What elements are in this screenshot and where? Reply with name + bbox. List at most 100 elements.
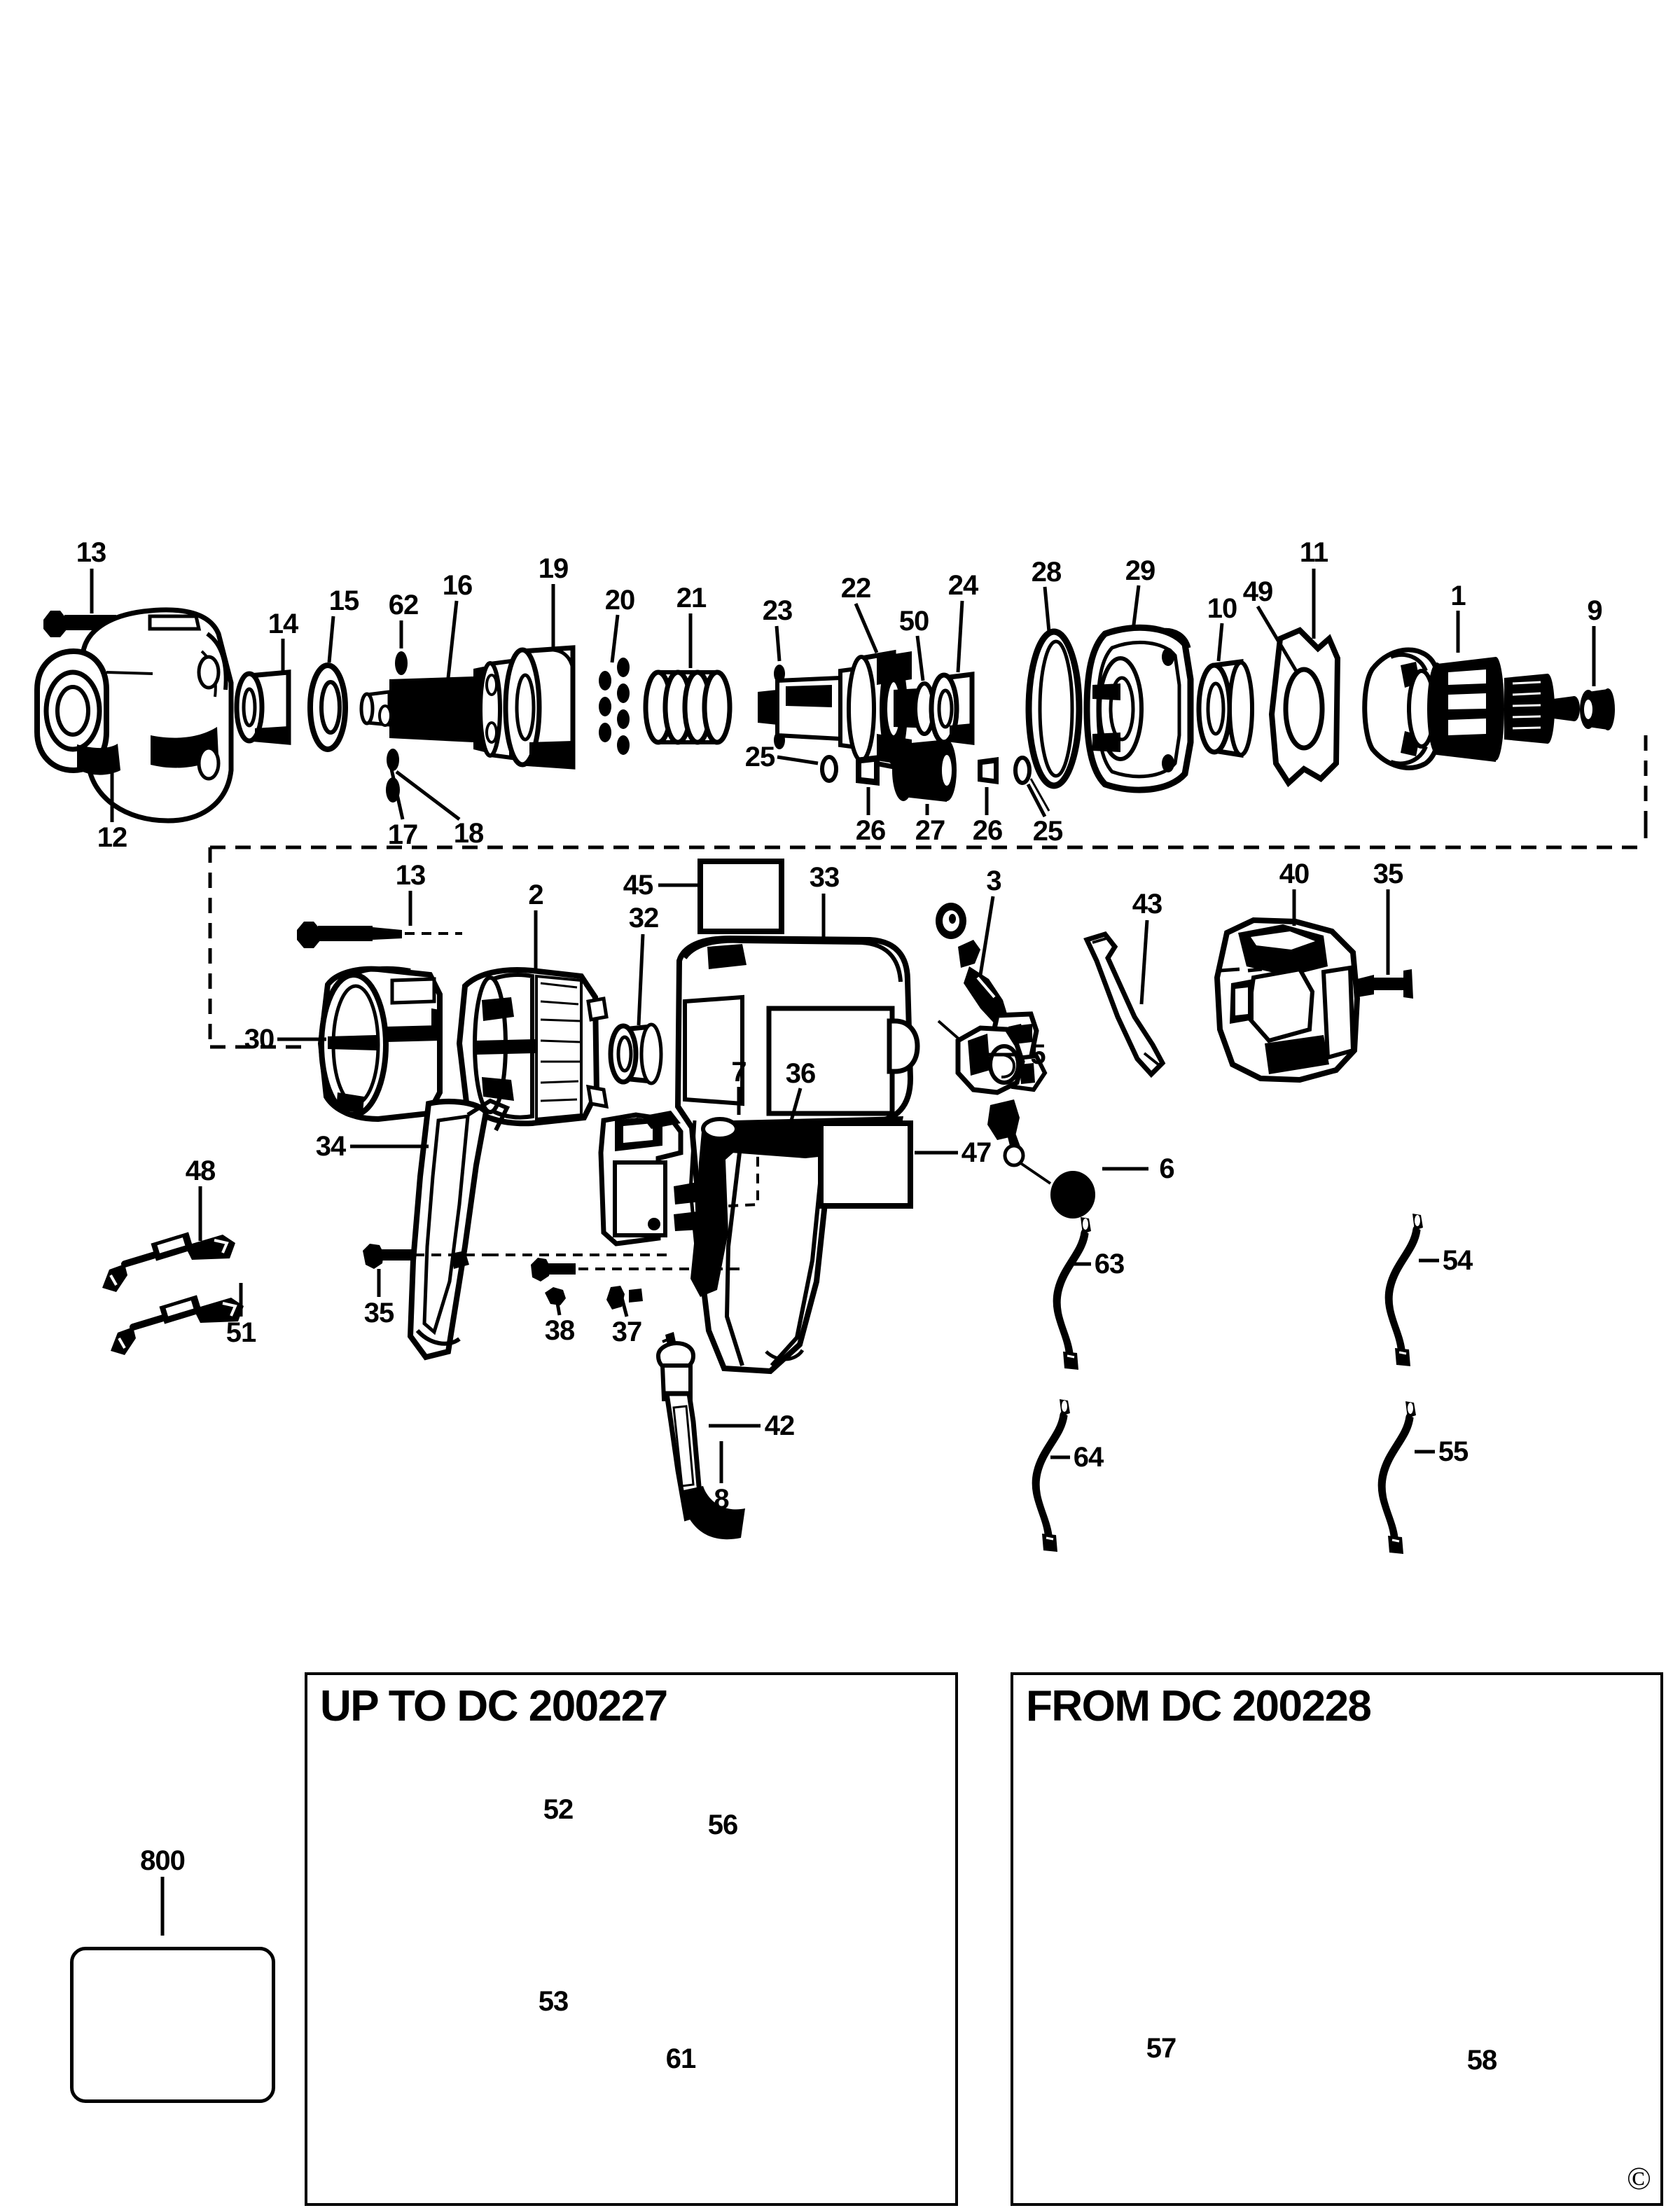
callout-57: 57: [1146, 2033, 1176, 2064]
part-34-handle-cover: [407, 1098, 511, 1361]
callout-800: 800: [140, 1845, 186, 1876]
callout-6: 6: [1159, 1153, 1174, 1184]
callout-51: 51: [225, 1317, 256, 1348]
part-13-screw-mid: [297, 922, 462, 948]
copyright-symbol: ©: [1627, 2160, 1651, 2196]
part-63-wire: [1056, 1217, 1091, 1370]
callout-10: 10: [1207, 593, 1237, 624]
callout-25: 25: [744, 742, 775, 772]
part-43-link-bar: [1083, 931, 1166, 1078]
panel-tool-800: [70, 1947, 275, 2103]
callout-27: 27: [915, 815, 945, 846]
callout-33: 33: [809, 862, 840, 893]
part-54-wire: [1388, 1214, 1423, 1366]
panel-right-title: FROM DC 200228: [1026, 1682, 1372, 1730]
part-42-cord: [655, 1332, 745, 1540]
callout-50: 50: [898, 606, 929, 637]
callout-15: 15: [328, 585, 359, 616]
callout-63: 63: [1094, 1249, 1125, 1279]
callout-52: 52: [543, 1794, 574, 1825]
part-15-washer: [307, 662, 348, 752]
part-5-switch-lock: [937, 1020, 1025, 1095]
callout-26: 26: [972, 815, 1003, 846]
callout-18: 18: [453, 818, 484, 849]
callout-13: 13: [76, 537, 106, 568]
callout-47: 47: [961, 1137, 992, 1168]
callout-35: 35: [1373, 859, 1403, 889]
part-24-bearing: [929, 672, 975, 745]
callout-24: 24: [947, 570, 978, 601]
part-48-brush: [102, 1232, 235, 1292]
callout-13: 13: [395, 860, 426, 891]
part-7-switch: [598, 1111, 683, 1247]
callout-32: 32: [628, 903, 659, 933]
callout-30: 30: [244, 1024, 275, 1055]
part-11-baffle: [1268, 627, 1341, 788]
part-47-label: [818, 1120, 913, 1209]
callout-58: 58: [1466, 2045, 1497, 2076]
part-29-gear-case-cover: [1083, 624, 1194, 793]
callout-21: 21: [676, 583, 707, 613]
callout-3: 3: [986, 866, 1001, 896]
part-19-hammer: [478, 645, 576, 770]
callout-48: 48: [185, 1155, 216, 1186]
part-64-wire: [1035, 1399, 1070, 1552]
callout-7: 7: [731, 1057, 747, 1088]
callout-56: 56: [707, 1810, 738, 1840]
callout-5: 5: [1030, 1039, 1046, 1070]
panel-left-title: UP TO DC 200227: [320, 1682, 668, 1730]
callout-23: 23: [762, 595, 793, 626]
part-26-27-cluster: [820, 740, 1050, 812]
part-55-wire: [1381, 1401, 1416, 1554]
callout-35: 35: [363, 1298, 394, 1328]
callout-2: 2: [528, 880, 543, 910]
callout-26: 26: [855, 815, 886, 846]
panel-from-dc: [1011, 1672, 1663, 2206]
callout-53: 53: [538, 1986, 569, 2017]
callout-55: 55: [1438, 1436, 1469, 1467]
part-20-balls: [599, 658, 630, 755]
part-23-spindle: [758, 665, 863, 751]
callout-11: 11: [1299, 537, 1328, 568]
part-14-spacer: [234, 669, 291, 745]
part-2-field: [456, 966, 609, 1127]
part-28-o-ring: [1025, 628, 1083, 789]
callout-20: 20: [604, 585, 635, 616]
callout-42: 42: [764, 1410, 795, 1441]
callout-45: 45: [623, 870, 653, 901]
callout-40: 40: [1279, 859, 1310, 889]
callout-29: 29: [1125, 555, 1155, 586]
part-32-bushing: [608, 1022, 663, 1085]
part-10-bearing: [1196, 659, 1254, 758]
callout-61: 61: [665, 2043, 696, 2074]
callout-34: 34: [315, 1131, 346, 1162]
part-12-gear-case: [34, 607, 234, 824]
callout-1: 1: [1450, 581, 1466, 611]
callout-64: 64: [1073, 1442, 1104, 1473]
callout-37: 37: [611, 1317, 642, 1347]
callout-43: 43: [1132, 889, 1162, 919]
callout-14: 14: [268, 609, 298, 639]
part-45-nameplate: [697, 859, 784, 934]
callout-49: 49: [1242, 576, 1273, 607]
callout-38: 38: [544, 1315, 575, 1346]
callout-22: 22: [840, 573, 871, 604]
part-1-armature: [1362, 647, 1580, 770]
part-16-anvil: [359, 665, 490, 803]
callout-36: 36: [785, 1058, 816, 1089]
part-40-brush-cage: [1214, 917, 1413, 1083]
part-36-reverse-lever: [674, 1117, 759, 1297]
callout-62: 62: [388, 590, 419, 620]
part-35-screws: [363, 1244, 742, 1282]
callout-9: 9: [1587, 595, 1602, 626]
callout-28: 28: [1031, 557, 1062, 588]
part-9-bearing: [1580, 688, 1615, 730]
part-6-knob: [987, 1099, 1095, 1218]
part-51-brush: [111, 1295, 244, 1355]
callout-12: 12: [97, 822, 127, 853]
callout-54: 54: [1442, 1245, 1473, 1276]
callout-17: 17: [387, 819, 418, 850]
callout-16: 16: [442, 570, 473, 601]
callout-19: 19: [538, 553, 569, 584]
